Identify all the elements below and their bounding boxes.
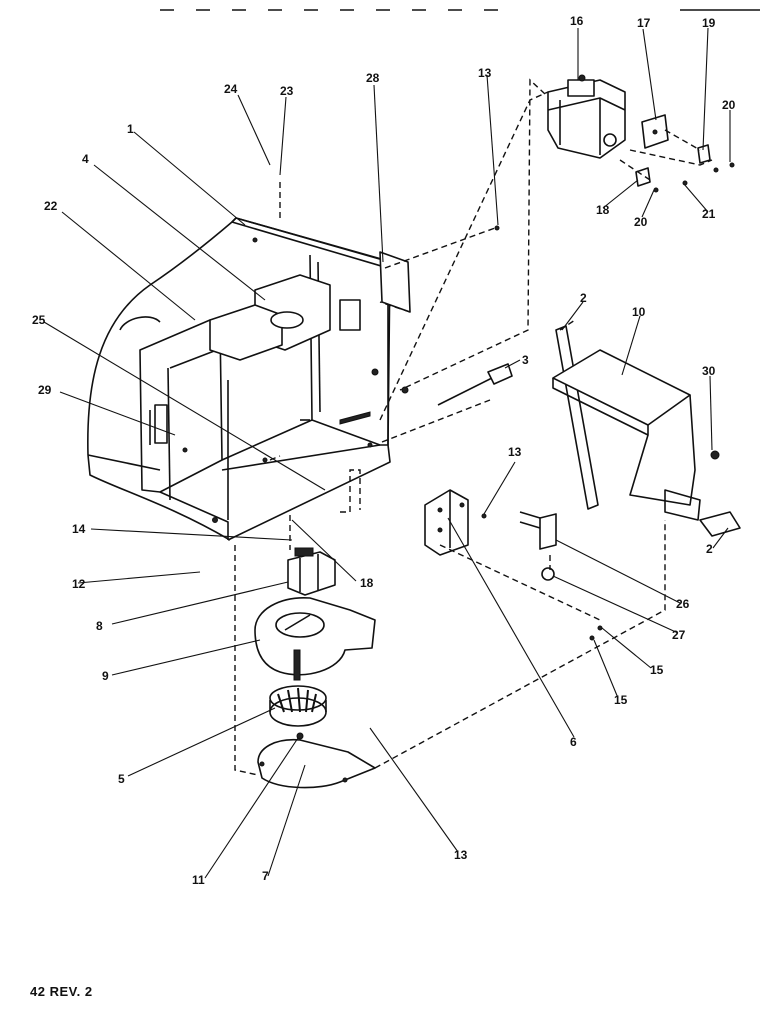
callout-5: 5 (118, 772, 125, 786)
callout-28: 28 (366, 71, 380, 85)
callout-20-bottom: 20 (634, 215, 648, 229)
callout-23: 23 (280, 84, 294, 98)
top-edge-marks (0, 0, 784, 11)
callout-20-top: 20 (722, 98, 736, 112)
callout-13-mid: 13 (508, 445, 522, 459)
control-bracket (424, 489, 469, 556)
callout-14: 14 (72, 522, 86, 536)
callout-9: 9 (102, 669, 109, 683)
fan-blade (269, 649, 327, 727)
callout-15-right: 15 (650, 663, 664, 677)
callout-24: 24 (224, 82, 238, 96)
callout-10: 10 (632, 305, 646, 319)
callout-7: 7 (262, 869, 269, 883)
callout-6: 6 (570, 735, 577, 749)
callout-25: 25 (32, 313, 46, 327)
callout-21: 21 (702, 207, 716, 221)
callout-2-bottom: 2 (706, 542, 713, 556)
callout-18-bracket: 18 (596, 203, 610, 217)
blower-housing (254, 597, 376, 676)
callout-3: 3 (522, 353, 529, 367)
callout-1: 1 (127, 122, 134, 136)
callout-labels: 1 2 2 3 4 5 6 7 8 9 10 11 12 13 13 13 14… (32, 14, 736, 887)
air-duct (379, 225, 500, 313)
callout-11: 11 (192, 873, 205, 887)
magnetron (547, 74, 626, 159)
callout-26: 26 (676, 597, 690, 611)
callout-22: 22 (44, 199, 58, 213)
callout-29: 29 (38, 383, 52, 397)
callout-13-top: 13 (478, 66, 492, 80)
callout-4: 4 (82, 152, 89, 166)
fan-motor (287, 547, 336, 596)
callout-12: 12 (72, 577, 86, 591)
base-plate (257, 732, 376, 789)
thermal-bracket (635, 114, 735, 193)
callout-19: 19 (702, 16, 716, 30)
power-cord (437, 363, 513, 406)
callout-13-bottom: 13 (454, 848, 468, 862)
callout-27: 27 (672, 628, 686, 642)
cover-bracket (552, 349, 720, 521)
capacitor (481, 511, 603, 641)
assembly-lines (234, 78, 713, 776)
cabinet-chassis (87, 217, 409, 541)
callout-30: 30 (702, 364, 716, 378)
callout-8: 8 (96, 619, 103, 633)
callout-2-top: 2 (580, 291, 587, 305)
callout-15-left: 15 (614, 693, 628, 707)
callout-16: 16 (570, 14, 584, 28)
leader-lines (43, 27, 731, 879)
callout-17: 17 (637, 16, 651, 30)
page-reference: 42 REV. 2 (30, 984, 93, 999)
callout-18-cabinet: 18 (360, 576, 374, 590)
